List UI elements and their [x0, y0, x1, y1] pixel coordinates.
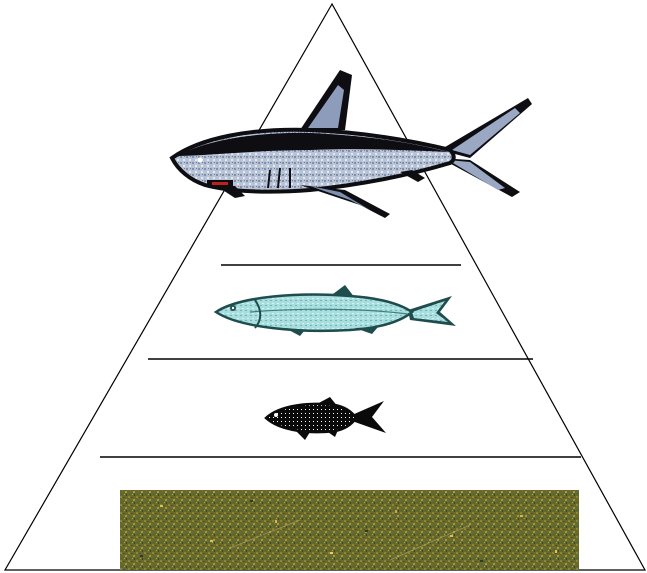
- herring-icon: [216, 285, 456, 336]
- pyramid-outline: [5, 4, 645, 570]
- plankton-texture: [120, 490, 579, 570]
- small-fish-icon: [266, 397, 386, 440]
- shark-icon: [172, 70, 532, 218]
